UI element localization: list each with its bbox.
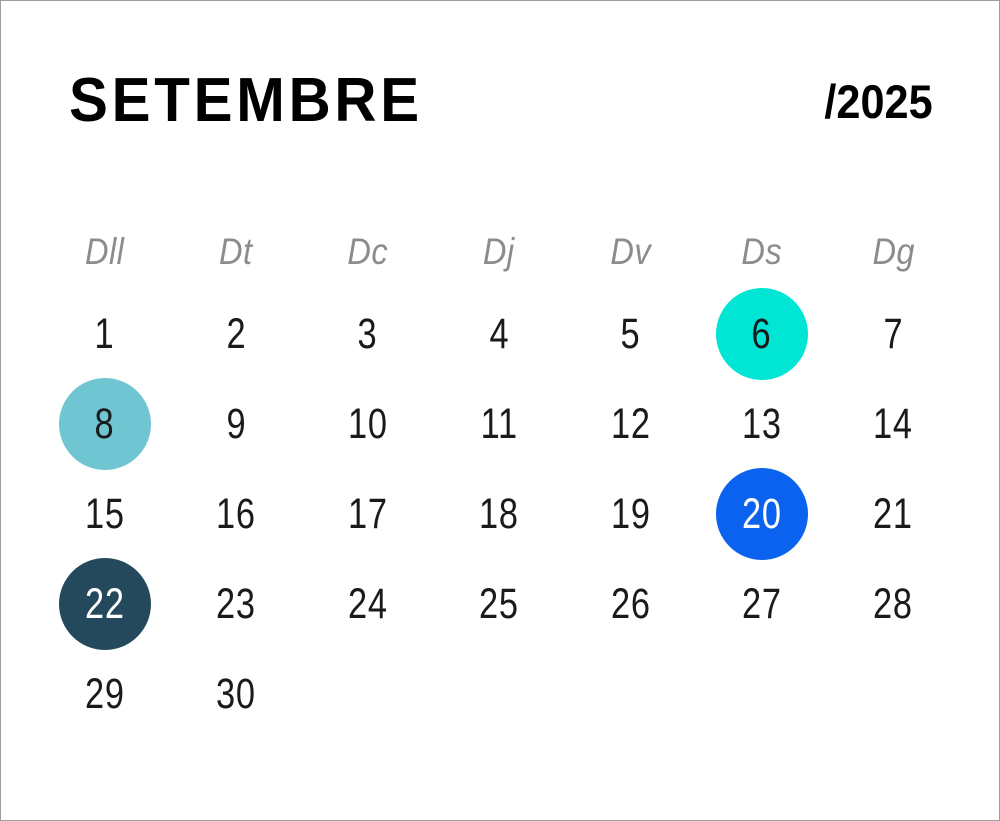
year-label: /2025 (824, 74, 933, 128)
day-number: 12 (610, 399, 651, 448)
day-number: 24 (347, 579, 388, 628)
day-number: 25 (479, 579, 519, 628)
calendar-day-cell[interactable]: 5 (565, 289, 696, 379)
calendar-day-cell[interactable]: 6 (696, 288, 827, 380)
day-number: 13 (741, 399, 782, 448)
calendar-day-cell-empty (302, 649, 433, 739)
calendar-day-cell[interactable]: 1 (39, 289, 170, 379)
day-number: 27 (741, 579, 782, 628)
day-highlight-circle (715, 468, 808, 560)
calendar-day-cell[interactable]: 20 (696, 468, 827, 560)
day-number: 28 (873, 579, 914, 628)
calendar-week-row: 15 16 17 18 19 20 21 (39, 468, 959, 560)
day-number: 10 (347, 399, 388, 448)
calendar-day-cell[interactable]: 9 (170, 379, 301, 469)
calendar-day-cell[interactable]: 28 (828, 559, 959, 649)
calendar-day-cell[interactable]: 13 (696, 379, 827, 469)
calendar-day-cell[interactable]: 24 (302, 559, 433, 649)
calendar-day-cell[interactable]: 12 (565, 379, 696, 469)
calendar-day-cell[interactable]: 4 (433, 289, 564, 379)
day-number: 17 (347, 489, 388, 538)
day-number: 14 (873, 399, 914, 448)
day-number: 21 (873, 489, 914, 538)
calendar-day-cell[interactable]: 8 (39, 378, 170, 470)
calendar-day-cell[interactable]: 7 (828, 289, 959, 379)
calendar-header: SETEMBRE /2025 (69, 63, 933, 139)
weekday-header-dc: Dc (347, 230, 388, 272)
weekday-header-dt: Dt (219, 230, 253, 272)
day-number: 2 (226, 309, 247, 358)
calendar-day-cell[interactable]: 23 (170, 559, 301, 649)
calendar-day-cell[interactable]: 22 (39, 558, 170, 650)
day-number: 16 (216, 489, 257, 538)
weekday-header-dg: Dg (872, 230, 915, 272)
calendar-day-cell-empty (696, 649, 827, 739)
day-number: 20 (741, 489, 782, 538)
calendar-day-cell[interactable]: 15 (39, 469, 170, 559)
day-number: 8 (94, 399, 115, 448)
calendar-day-cell[interactable]: 10 (302, 379, 433, 469)
day-highlight-circle (715, 288, 808, 380)
day-number: 3 (357, 309, 378, 358)
calendar-day-cell[interactable]: 11 (433, 379, 564, 469)
weekday-header-row: Dll Dt Dc Dj Dv Ds Dg (39, 213, 959, 289)
day-number: 7 (883, 309, 904, 358)
weekday-header-ds: Ds (741, 230, 783, 272)
calendar-day-cell[interactable]: 14 (828, 379, 959, 469)
calendar-day-cell[interactable]: 27 (696, 559, 827, 649)
day-number: 5 (620, 309, 641, 358)
day-number: 6 (751, 309, 772, 358)
calendar-day-cell[interactable]: 2 (170, 289, 301, 379)
calendar-day-cell[interactable]: 25 (433, 559, 564, 649)
calendar-week-row: 29 30 (39, 649, 959, 739)
calendar-day-cell[interactable]: 16 (170, 469, 301, 559)
day-highlight-circle (58, 558, 151, 650)
day-number: 23 (216, 579, 257, 628)
month-title: SETEMBRE (69, 66, 423, 135)
day-number: 22 (84, 579, 125, 628)
weekday-header-dv: Dv (610, 230, 651, 272)
calendar-day-cell[interactable]: 17 (302, 469, 433, 559)
calendar-week-row: 22 23 24 25 26 27 28 (39, 558, 959, 650)
calendar-day-cell[interactable]: 3 (302, 289, 433, 379)
day-number: 4 (489, 309, 509, 358)
day-number: 11 (480, 399, 518, 448)
weekday-header-dj: Dj (483, 230, 515, 272)
calendar-day-cell[interactable]: 19 (565, 469, 696, 559)
day-number: 30 (216, 669, 257, 718)
weekday-header-dll: Dll (85, 230, 125, 272)
day-number: 19 (610, 489, 651, 538)
calendar-day-cell[interactable]: 26 (565, 559, 696, 649)
calendar-day-cell-empty (565, 649, 696, 739)
calendar-day-cell[interactable]: 29 (39, 649, 170, 739)
day-number: 29 (84, 669, 125, 718)
day-number: 18 (479, 489, 519, 538)
day-number: 15 (84, 489, 125, 538)
calendar-day-cell-empty (828, 649, 959, 739)
day-highlight-circle (58, 378, 151, 470)
day-number: 9 (226, 399, 247, 448)
calendar-day-cell[interactable]: 21 (828, 469, 959, 559)
calendar-week-row: 1 2 3 4 5 6 7 (39, 288, 959, 380)
day-number: 1 (94, 309, 115, 358)
day-number: 26 (610, 579, 651, 628)
calendar-week-row: 8 9 10 11 12 13 14 (39, 378, 959, 470)
calendar-day-cell[interactable]: 18 (433, 469, 564, 559)
calendar-day-cell-empty (433, 649, 564, 739)
calendar-day-cell[interactable]: 30 (170, 649, 301, 739)
